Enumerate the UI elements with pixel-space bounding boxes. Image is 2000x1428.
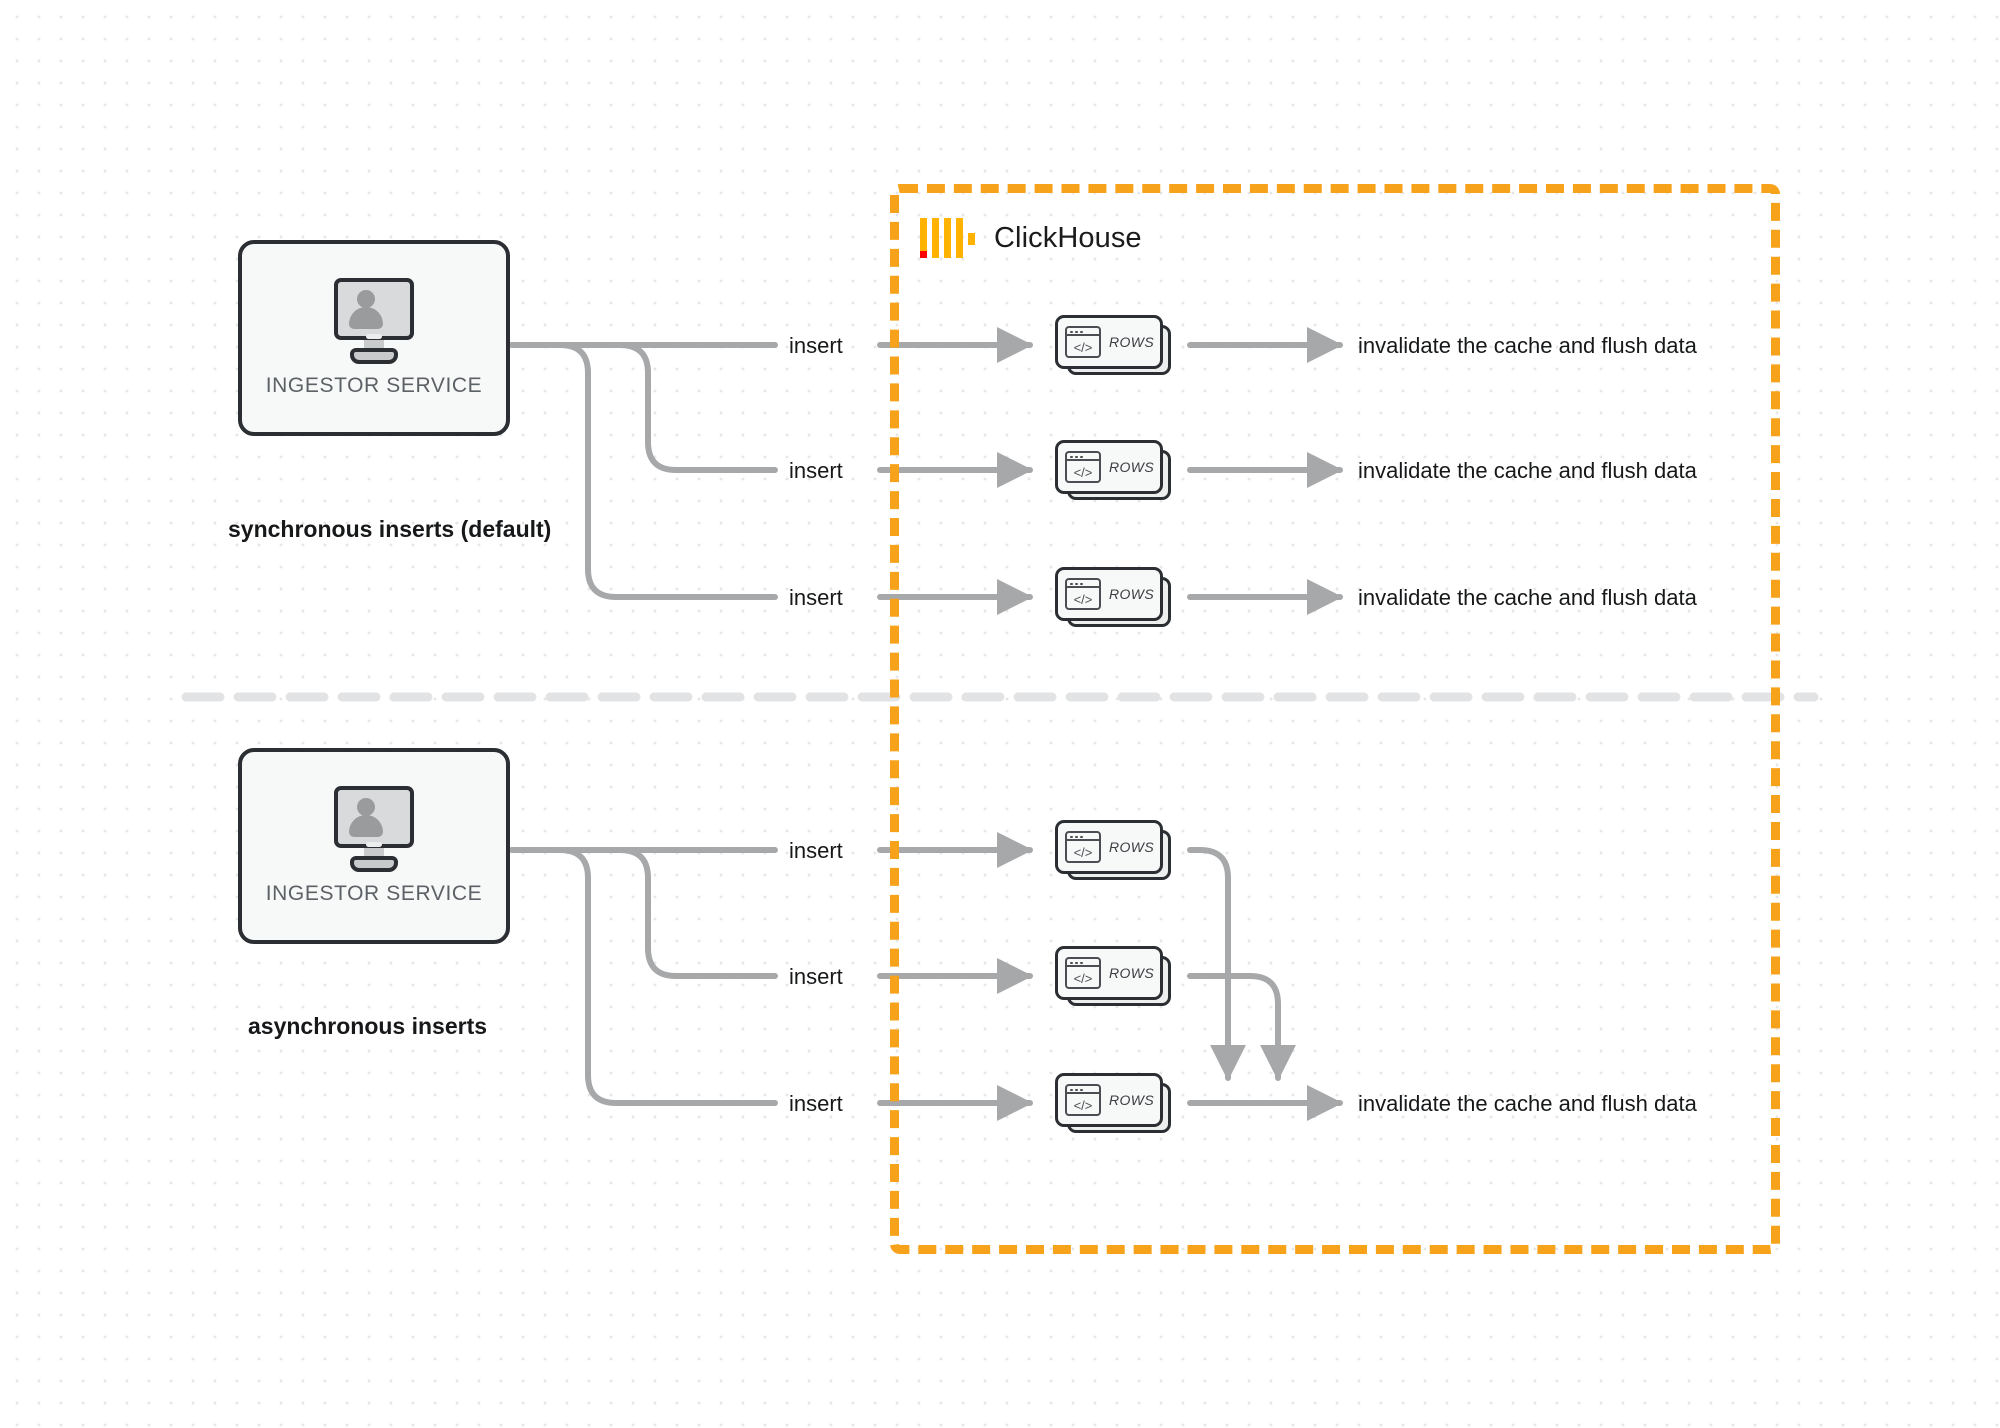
monitor-user-icon [326, 278, 422, 364]
rows-card-label: ROWS [1109, 459, 1155, 475]
rows-card-sync-3: </> ROWS [1055, 567, 1173, 627]
insert-label-sync-2: insert [789, 458, 843, 483]
async-branch-3 [509, 847, 778, 1106]
clickhouse-logo-icon [920, 218, 975, 258]
rows-card-label: ROWS [1109, 965, 1155, 981]
code-window-icon: </> [1065, 1084, 1101, 1116]
rows-card-label: ROWS [1109, 586, 1155, 602]
insert-label-async-3: insert [789, 1091, 843, 1116]
code-window-icon: </> [1065, 957, 1101, 989]
output-label-sync-2: invalidate the cache and flush data [1358, 458, 1697, 483]
output-label-sync-1: invalidate the cache and flush data [1358, 333, 1697, 358]
monitor-user-icon [326, 786, 422, 872]
clickhouse-wordmark: ClickHouse [994, 221, 1142, 254]
sync-branch-3 [509, 342, 778, 600]
sync-branch-2 [509, 342, 778, 473]
rows-card-label: ROWS [1109, 334, 1155, 350]
rows-card-sync-1: </> ROWS [1055, 315, 1173, 375]
ingestor-service-sync: INGESTOR SERVICE [238, 240, 510, 436]
rows-card-async-2: </> ROWS [1055, 946, 1173, 1006]
rows-card-label: ROWS [1109, 839, 1155, 855]
code-window-icon: </> [1065, 831, 1101, 863]
code-window-icon: </> [1065, 578, 1101, 610]
rows-card-label: ROWS [1109, 1092, 1155, 1108]
output-label-sync-3: invalidate the cache and flush data [1358, 585, 1697, 610]
insert-label-sync-1: insert [789, 333, 843, 358]
ingestor-service-label-async: INGESTOR SERVICE [265, 882, 483, 905]
rows-card-sync-2: </> ROWS [1055, 440, 1173, 500]
output-label-async-merged: invalidate the cache and flush data [1358, 1091, 1697, 1116]
async-branch-2 [509, 847, 778, 979]
insert-label-async-1: insert [789, 838, 843, 863]
insert-label-async-2: insert [789, 964, 843, 989]
code-window-icon: </> [1065, 451, 1101, 483]
rows-card-async-1: </> ROWS [1055, 820, 1173, 880]
ingestor-service-label-sync: INGESTOR SERVICE [265, 374, 483, 397]
clickhouse-boundary [890, 184, 1780, 1254]
caption-synchronous: synchronous inserts (default) [228, 516, 552, 542]
caption-asynchronous: asynchronous inserts [248, 1013, 488, 1039]
ingestor-service-async: INGESTOR SERVICE [238, 748, 510, 944]
code-window-icon: </> [1065, 326, 1101, 358]
rows-card-async-3: </> ROWS [1055, 1073, 1173, 1133]
insert-label-sync-3: insert [789, 585, 843, 610]
clickhouse-brand: ClickHouse [920, 218, 1142, 258]
